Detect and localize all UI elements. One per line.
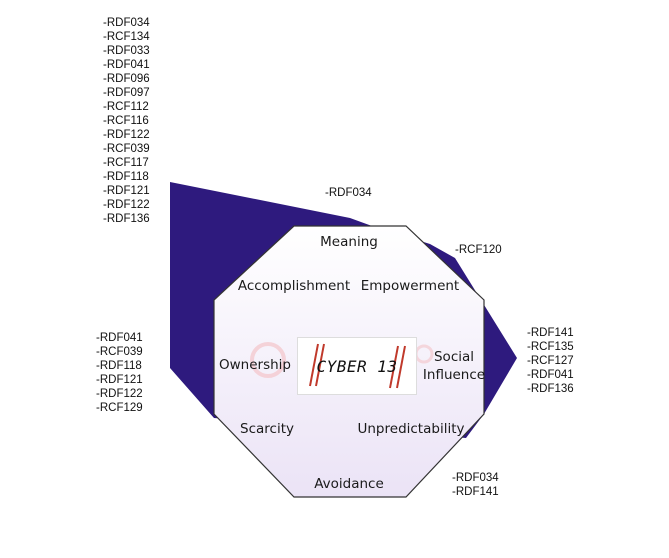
reference-code: -RDF136 (103, 213, 150, 225)
reference-code: -RDF141 (527, 327, 574, 339)
reference-code: -RDF122 (103, 129, 150, 141)
reference-code: -RDF118 (103, 171, 149, 183)
reference-code: -RDF034 (325, 187, 372, 199)
reference-code: -RDF041 (527, 369, 574, 381)
empowerment-reference-list: -RCF120 (455, 243, 502, 257)
avoidance-reference-list: -RDF034 -RDF141 (452, 471, 499, 499)
reference-code: -RCF112 (103, 101, 149, 113)
label-empowerment: Empowerment (360, 278, 460, 294)
reference-code: -RDF141 (452, 486, 499, 498)
reference-code: -RCF135 (527, 341, 574, 353)
reference-code: -RDF097 (103, 87, 150, 99)
reference-code: -RDF136 (527, 383, 574, 395)
reference-code: -RDF034 (452, 472, 499, 484)
reference-code: -RDF096 (103, 73, 150, 85)
reference-code: -RCF129 (96, 402, 143, 414)
reference-code: -RCF127 (527, 355, 574, 367)
reference-code: -RCF039 (103, 143, 150, 155)
label-ownership: Ownership (219, 357, 291, 373)
reference-code: -RDF121 (96, 374, 143, 386)
center-logo: CYBER 13 (297, 337, 417, 395)
reference-code: -RCF134 (103, 31, 150, 43)
label-scarcity: Scarcity (240, 421, 294, 437)
reference-code: -RCF120 (455, 244, 502, 256)
reference-code: -RCF039 (96, 346, 143, 358)
label-avoidance: Avoidance (314, 476, 384, 492)
reference-code: -RCF117 (103, 157, 149, 169)
label-meaning: Meaning (320, 234, 378, 250)
reference-code: -RDF033 (103, 45, 150, 57)
logo-slashes-graphic (309, 343, 406, 389)
reference-code: -RDF122 (96, 388, 143, 400)
accomplishment-reference-list: -RDF034 -RCF134 -RDF033 -RDF041 -RDF096 -RDF0… (103, 16, 150, 226)
meaning-reference-list: -RDF034 (325, 186, 372, 200)
ownership-reference-list: -RDF041 -RCF039 -RDF118 -RDF121 -RDF122 -RCF1… (96, 331, 143, 415)
reference-code: -RDF122 (103, 199, 150, 211)
center-logo-text: CYBER 13 (316, 356, 398, 376)
label-unpredictability: Unpredictability (357, 421, 465, 437)
reference-code: -RDF118 (96, 360, 142, 372)
reference-code: -RDF041 (96, 332, 143, 344)
reference-code: -RDF034 (103, 17, 150, 29)
reference-code: -RDF121 (103, 185, 150, 197)
reference-code: -RDF041 (103, 59, 150, 71)
watermark-circle (250, 342, 286, 378)
label-accomplishment: Accomplishment (237, 278, 351, 294)
social-influence-reference-list: -RDF141 -RCF135 -RCF127 -RDF041 -RDF136 (527, 326, 574, 396)
label-social-influence: Social Influence (422, 349, 486, 383)
reference-code: -RCF116 (103, 115, 149, 127)
